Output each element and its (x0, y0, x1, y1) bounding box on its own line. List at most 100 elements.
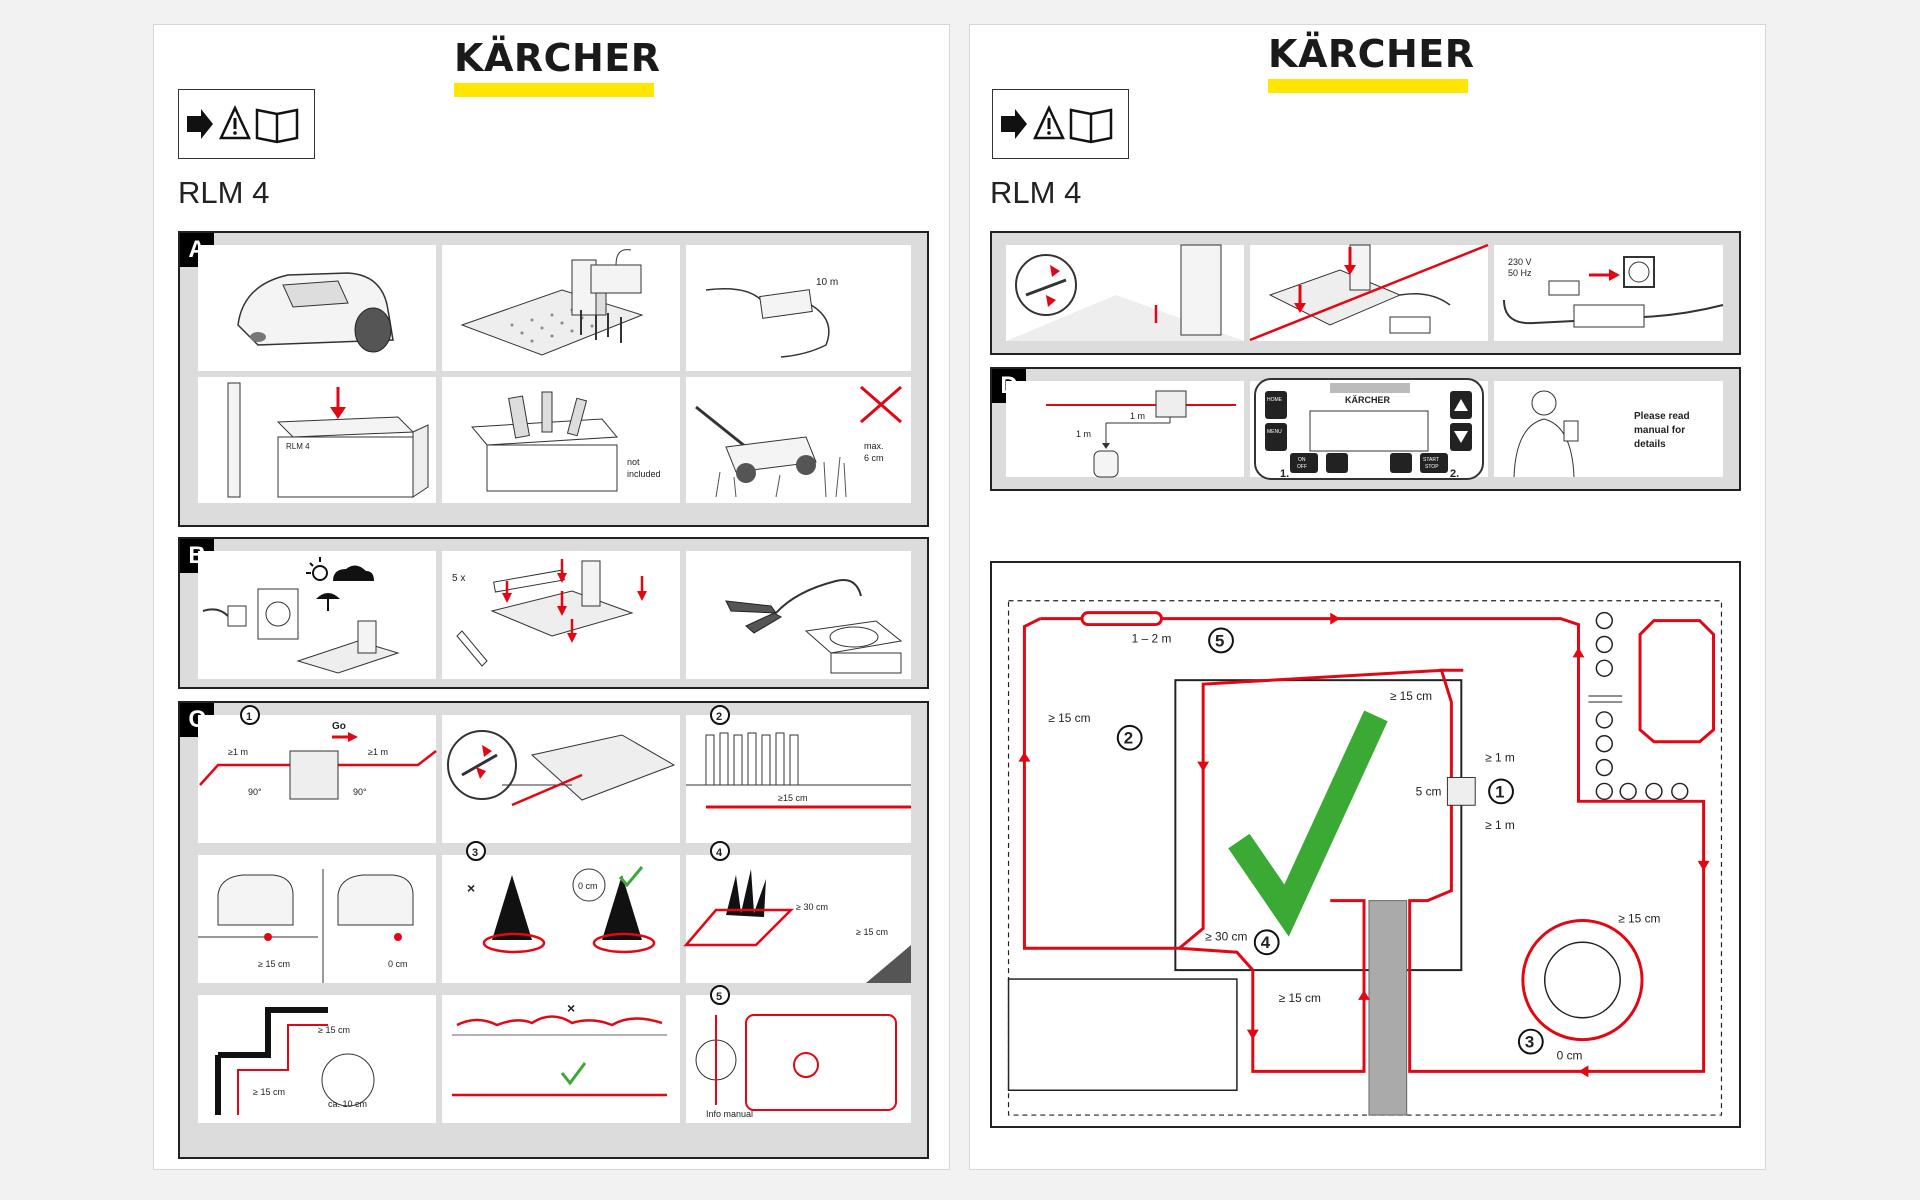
dist-1m-bot: ≥ 1 m (1485, 818, 1515, 832)
dist-1m-b: 1 m (1076, 429, 1091, 439)
press-step-1: 1. (1280, 468, 1289, 480)
plants-diagram: 4 ≥ 30 cm ≥ 15 cm (683, 841, 911, 983)
connect-panel: 230 V 50 Hz (990, 231, 1741, 355)
mains-socket-illustration: 230 V 50 Hz (1503, 256, 1724, 328)
map-step-2: 2 (1124, 729, 1133, 748)
mower-placement-diagram: 1 m 1 m (1046, 390, 1236, 478)
map-step-4: 4 (1261, 933, 1271, 952)
corner-15cm-a: ≥ 15 cm (318, 1025, 350, 1035)
wire-tension-diagram: × (452, 1000, 667, 1097)
charging-station-illustration (460, 259, 644, 356)
off-label: OFF (1297, 464, 1307, 470)
voltage-label: 230 V (1508, 257, 1532, 267)
section-b-panel: B 5 x (178, 537, 929, 689)
step-4-number: 4 (716, 847, 723, 859)
safety-symbols (178, 89, 315, 159)
c-step2-fence-distance: 2 ≥15 cm (686, 705, 911, 843)
fence-distance-diagram: 2 ≥15 cm (686, 705, 911, 809)
c-step5-layout: 5 Info manual (686, 985, 911, 1123)
brand-logo: KÄRCHER (454, 39, 660, 97)
dist-right: ≥1 m (368, 747, 388, 757)
fence-distance-label: ≥15 cm (778, 793, 807, 803)
a-charging-station (442, 245, 680, 371)
not-included-line2: included (627, 469, 661, 479)
step-1-number: 1 (246, 711, 252, 723)
dist-5cm: 5 cm (1416, 784, 1442, 798)
step-2-number: 2 (716, 711, 722, 723)
section-c-panel: C 1 Go ≥1 m ≥1 m 90° 90° (178, 701, 929, 1159)
edge-distance-illustration: ≥ 15 cm 0 cm (198, 869, 414, 983)
toolbox-illustration: not included (470, 391, 661, 492)
corner-step-diagram: ≥ 15 cm ≥ 15 cm ca. 10 cm (215, 1007, 375, 1115)
c-connect-wire (442, 715, 680, 843)
connect-station-wire (1006, 244, 1244, 341)
pliers-wire-illustration (725, 579, 903, 674)
c-step4-plants: 4 ≥ 30 cm ≥ 15 cm (683, 841, 911, 983)
box-ruler-illustration: RLM 4 (227, 382, 429, 498)
please-read-line2: manual for (1634, 425, 1685, 436)
fix-station-illustration: 5 x (452, 559, 647, 667)
edge-15cm-label: ≥ 15 cm (258, 959, 290, 969)
a-robot-mower (198, 245, 436, 371)
model-title: RLM 4 (178, 175, 270, 210)
d-read-manual: Please read manual for details (1494, 381, 1723, 478)
map-step-1: 1 (1495, 782, 1504, 801)
brand-logo: KÄRCHER (1268, 35, 1474, 93)
max-height-line1: max. (864, 441, 884, 451)
plants-30cm-label: ≥ 30 cm (796, 902, 828, 912)
dist-1-2m: 1 – 2 m (1132, 631, 1172, 645)
control-panel-illustration: KÄRCHER HOME MENU ON OFF START STOP 1. (1254, 378, 1484, 480)
svg-text:×: × (467, 880, 475, 896)
power-supply-illustration: 10 m (580, 249, 838, 358)
robot-mower-illustration (237, 272, 394, 353)
station-position-diagram: 1 Go ≥1 m ≥1 m 90° 90° (199, 705, 437, 800)
angle-right: 90° (353, 787, 367, 797)
weather-socket-illustration (202, 557, 400, 674)
d-control-panel: KÄRCHER HOME MENU ON OFF START STOP 1. (1250, 378, 1488, 480)
map-step-3: 3 (1525, 1033, 1534, 1052)
connect-power (1249, 243, 1489, 342)
dist-1m-a: 1 m (1130, 411, 1145, 421)
dist-0cm: 0 cm (1557, 1048, 1583, 1062)
garden-layout-diagram: 1 – 2 m ≥ 15 cm ≥ 15 cm ≥ 1 m 5 cm ≥ 1 m… (1007, 600, 1723, 1116)
home-button-label: HOME (1267, 397, 1283, 403)
c-wire-tension: × (442, 995, 680, 1123)
c-step-corner: ≥ 15 cm ≥ 15 cm ca. 10 cm (198, 995, 436, 1123)
person-reading-illustration: Please read manual for details (1513, 390, 1690, 478)
max-height-line2: 6 cm (864, 453, 884, 463)
a-mow-height: max. 6 cm (686, 377, 911, 503)
tree-0cm-label: 0 cm (578, 881, 598, 891)
dist-15cm-top: ≥ 15 cm (1390, 689, 1432, 703)
dist-15cm-pond: ≥ 15 cm (1618, 911, 1660, 925)
layout-diagram: 5 Info manual (695, 985, 897, 1119)
step-5-number: 5 (716, 991, 722, 1003)
a-box-ruler: RLM 4 (198, 377, 436, 503)
safety-symbols (992, 89, 1129, 159)
section-d-panel: D 1 m 1 m KÄRCHER HOME MENU (990, 367, 1741, 491)
stop-label: STOP (1425, 464, 1439, 470)
svg-text:×: × (567, 1000, 575, 1016)
brand-bar (1268, 79, 1468, 93)
pins-count: 5 x (452, 573, 465, 584)
dist-1m-top: ≥ 1 m (1485, 751, 1515, 765)
corner-15cm-b: ≥ 15 cm (253, 1087, 285, 1097)
not-included-line1: not (627, 457, 640, 467)
a-toolbox: not included (442, 377, 680, 503)
info-manual-label: Info manual (706, 1109, 753, 1119)
d-placement: 1 m 1 m (1006, 381, 1244, 478)
section-a-panel: A (178, 231, 929, 527)
right-page: KÄRCHER RLM 4 (969, 24, 1766, 1170)
connect-mains: 230 V 50 Hz (1494, 245, 1724, 341)
read-manual-icon (187, 105, 299, 144)
step-3-number: 3 (472, 847, 478, 859)
dist-15cm-path: ≥ 15 cm (1279, 991, 1321, 1005)
connect-wire-illustration (447, 730, 676, 807)
on-label: ON (1298, 457, 1306, 463)
go-label: Go (332, 721, 346, 732)
dist-30cm: ≥ 30 cm (1205, 929, 1247, 943)
b-fix-station: 5 x (442, 551, 680, 679)
press-step-2: 2. (1450, 468, 1459, 480)
please-read-line3: details (1634, 439, 1666, 450)
lawnmower-illustration: max. 6 cm (695, 385, 902, 498)
corner-ca10-label: ca. 10 cm (328, 1099, 367, 1109)
